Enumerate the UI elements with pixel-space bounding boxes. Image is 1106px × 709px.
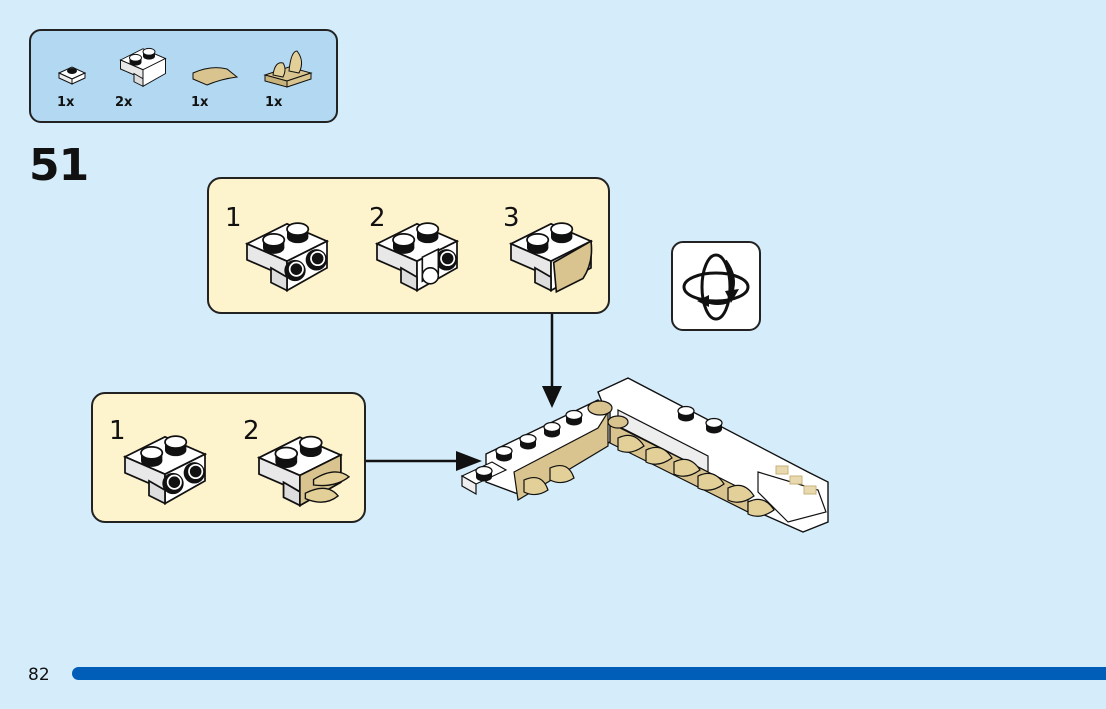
rotate-model-icon	[671, 241, 761, 331]
sub-step-image-slope-added	[511, 217, 593, 294]
sub-step-image-bracket	[125, 430, 206, 505]
part-qty: 1x	[265, 95, 283, 110]
part-tan-plate-with-teeth	[263, 49, 313, 95]
sub-step-number: 2	[369, 203, 386, 233]
arrow-down-icon	[542, 314, 562, 408]
sub-step-image-double-bracket	[377, 217, 458, 292]
page-number: 82	[28, 665, 50, 685]
part-tan-curved-slope	[191, 65, 239, 93]
part-qty: 1x	[191, 95, 209, 110]
sub-assembly-left: 1 2	[91, 392, 366, 523]
sub-step-number: 2	[243, 416, 260, 446]
part-white-plate-1x1	[57, 63, 87, 89]
sub-step-image-bracket	[247, 217, 328, 292]
sub-step-image-teeth-added	[259, 430, 351, 507]
sub-step-number: 1	[109, 416, 126, 446]
part-qty: 1x	[57, 95, 75, 110]
page-progress-bar	[72, 667, 1106, 680]
rotate-arrows-icon	[682, 253, 750, 321]
parts-list-panel: 1x 2x 1x 1x	[29, 29, 338, 123]
arrow-right-icon	[366, 451, 482, 471]
main-assembly-jaw	[460, 377, 829, 533]
sub-step-number: 1	[225, 203, 242, 233]
step-number: 51	[29, 140, 89, 191]
part-white-bracket	[115, 45, 171, 91]
part-qty: 2x	[115, 95, 133, 110]
sub-assembly-top: 1 2 3	[207, 177, 610, 314]
sub-step-number: 3	[503, 203, 520, 233]
